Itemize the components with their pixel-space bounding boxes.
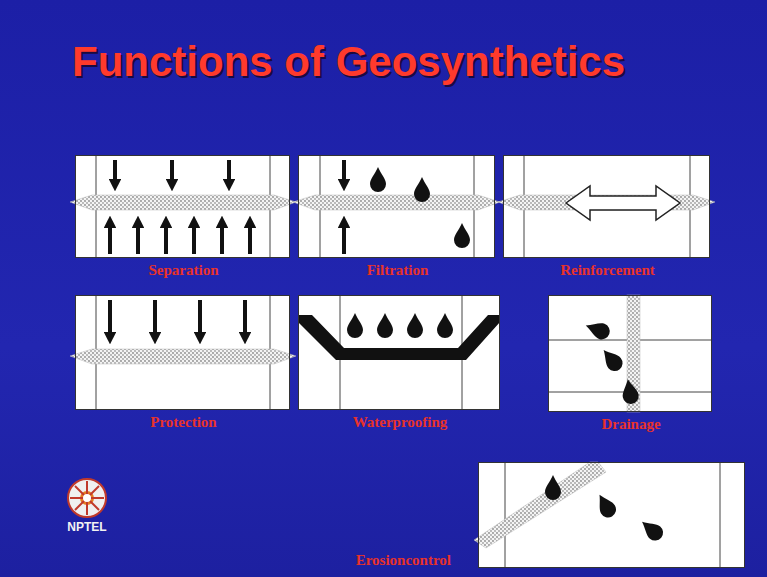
logo (68, 479, 106, 517)
panel-caption: Waterproofing (353, 414, 448, 431)
tension-arrow (566, 186, 680, 220)
function-panel: Reinforcement (503, 155, 710, 258)
force-arrow (342, 160, 346, 254)
force-arrow (110, 160, 250, 254)
water-drop (545, 475, 666, 544)
panel-caption: Filtration (367, 262, 429, 279)
water-drop (347, 313, 453, 338)
panel-caption: Separation (148, 262, 218, 279)
function-panel: Protection (75, 295, 290, 410)
function-panel: Drainage (548, 295, 712, 412)
logo-text: NPTEL (64, 520, 110, 534)
panel-caption: Protection (150, 414, 216, 431)
panel-caption: Drainage (601, 416, 660, 433)
function-panel: Filtration (298, 155, 495, 258)
water-drop (583, 318, 640, 405)
force-arrow (110, 300, 245, 338)
function-panel: Erosioncontrol (478, 462, 745, 568)
slide-title: Functions of Geosynthetics (72, 38, 625, 86)
water-drop (370, 167, 470, 248)
liner (298, 315, 500, 360)
function-panel: Separation (75, 155, 290, 258)
function-panel: Waterproofing (298, 295, 500, 410)
panel-caption: Erosioncontrol (356, 552, 451, 569)
panel-caption: Reinforcement (560, 262, 655, 279)
